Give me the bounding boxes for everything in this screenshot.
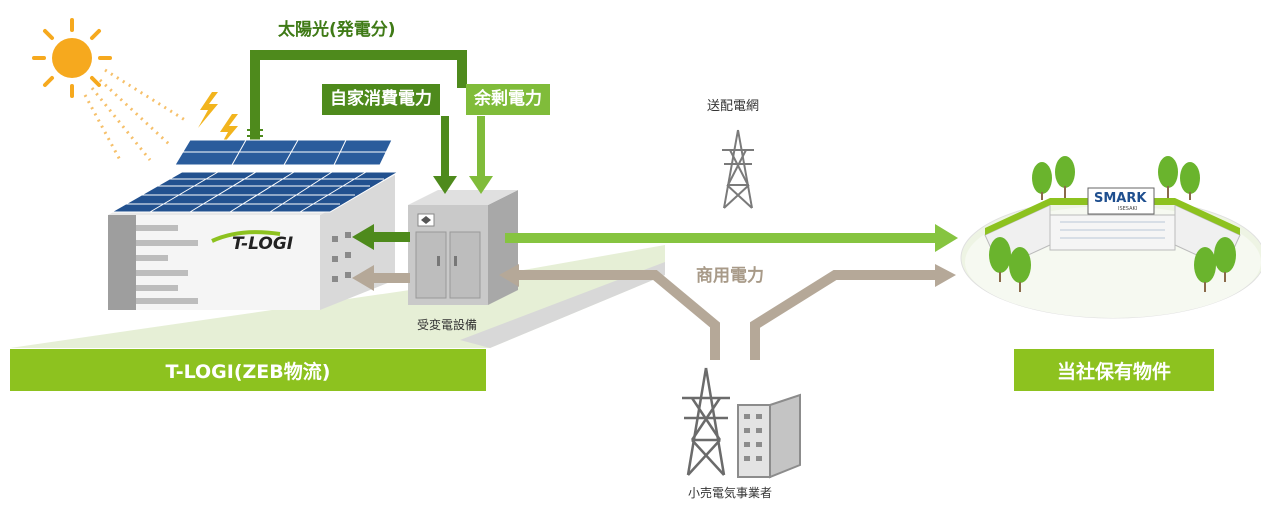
commercial-power-to-tlogi-arrow [352,265,410,291]
surplus-to-property-arrow [505,224,958,252]
retail-supplier-label: 小売電気事業者 [688,486,773,500]
solar-feed-line [250,50,467,145]
tlogi-building [108,139,400,310]
surplus-arrow [469,116,493,194]
commercial-power-arrows [517,270,937,360]
tlogi-ground [10,245,665,348]
sun-icon [32,18,186,161]
commercial-to-property-head [935,264,956,287]
tlogi-ground-shadow [460,262,665,348]
self-consumption-label: 自家消費電力 [322,84,440,115]
solar-generation-label: 太陽光(発電分) [278,20,396,40]
transmission-grid-label: 送配電網 [707,99,760,114]
smark-sub-label: ISESAKI [1118,206,1138,212]
company-property-illustration [960,156,1261,319]
substation-label: 受変電設備 [417,318,478,332]
substation-icon [408,190,518,305]
commercial-power-label: 商用電力 [696,266,764,286]
smark-sign: SMARK [1094,191,1147,206]
surplus-power-label: 余剰電力 [466,84,550,115]
tlogi-band: T-LOGI(ZEB物流) [10,349,486,391]
self-consumption-arrow [433,116,457,194]
retail-building-icon [737,393,801,479]
company-property-band: 当社保有物件 [1014,349,1214,391]
tlogi-sign: T-LOGI [232,234,294,254]
commercial-to-substation-head [499,264,519,287]
transmission-tower-icon [722,129,754,209]
solar-panels [110,139,400,213]
self-power-to-tlogi-arrow [352,224,410,250]
retail-tower-icon [682,367,730,476]
